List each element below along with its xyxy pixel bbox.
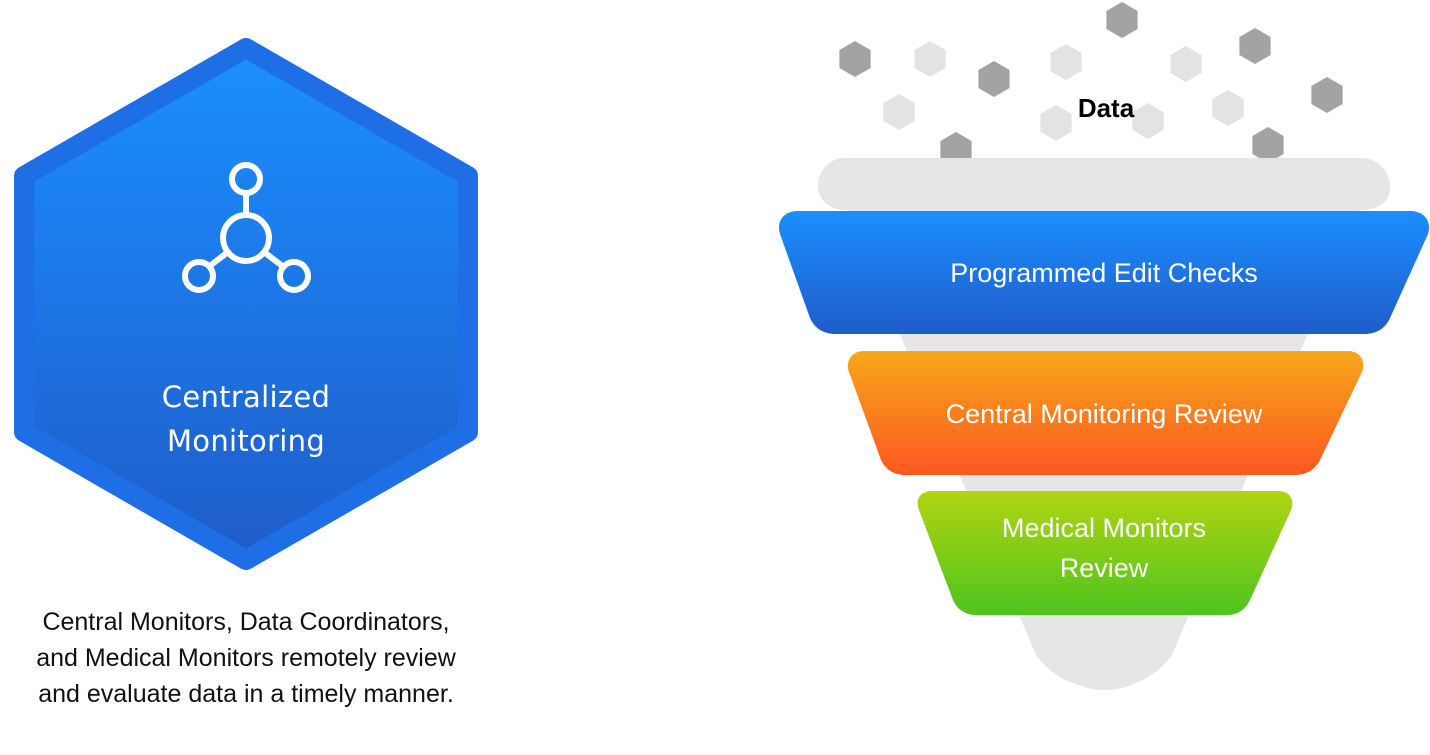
stage-central-monitoring-review: Central Monitoring Review xyxy=(847,351,1364,475)
hexagon-particle-icon xyxy=(1239,28,1271,64)
stage-band xyxy=(847,351,1364,475)
data-funnel: Data Programmed Edit Checks Central Moni… xyxy=(778,2,1430,690)
stage-band xyxy=(917,491,1293,615)
centralized-monitoring-hexagon: Centralized Monitoring xyxy=(14,38,478,570)
hexagon-particle-icon xyxy=(883,94,915,130)
hexagon-title-line2: Monitoring xyxy=(167,424,325,458)
caption-line3: and evaluate data in a timely manner. xyxy=(38,680,454,708)
network-node-icon xyxy=(182,162,311,293)
stage-label-line2: Review xyxy=(1060,553,1149,583)
data-particles xyxy=(839,2,1343,168)
stage-label: Programmed Edit Checks xyxy=(950,258,1258,288)
hexagon-particle-icon xyxy=(1132,103,1164,139)
hexagon-particle-icon xyxy=(839,41,871,77)
hexagon-particle-icon xyxy=(1050,44,1082,80)
hexagon-particle-icon xyxy=(1212,90,1244,126)
hexagon-particle-icon xyxy=(1252,127,1284,163)
data-label: Data xyxy=(1078,93,1135,123)
stage-band xyxy=(778,211,1430,334)
hexagon-shape xyxy=(14,38,478,570)
hexagon-particle-icon xyxy=(1106,2,1138,38)
stage-medical-monitors-review: Medical Monitors Review xyxy=(917,491,1293,615)
hexagon-particle-icon xyxy=(1040,105,1072,141)
hexagon-particle-icon xyxy=(1311,77,1343,113)
hexagon-particle-icon xyxy=(914,41,946,77)
caption-line2: and Medical Monitors remotely review xyxy=(36,644,457,672)
hexagon-particle-icon xyxy=(978,61,1010,97)
caption: Central Monitors, Data Coordinators, and… xyxy=(36,608,457,708)
stage-label-line1: Medical Monitors xyxy=(1002,513,1206,543)
stage-label: Central Monitoring Review xyxy=(946,399,1263,429)
stage-programmed-edit-checks: Programmed Edit Checks xyxy=(778,211,1430,334)
hexagon-title-line1: Centralized xyxy=(162,380,330,414)
caption-line1: Central Monitors, Data Coordinators, xyxy=(42,608,449,636)
hexagon-particle-icon xyxy=(1170,46,1202,82)
